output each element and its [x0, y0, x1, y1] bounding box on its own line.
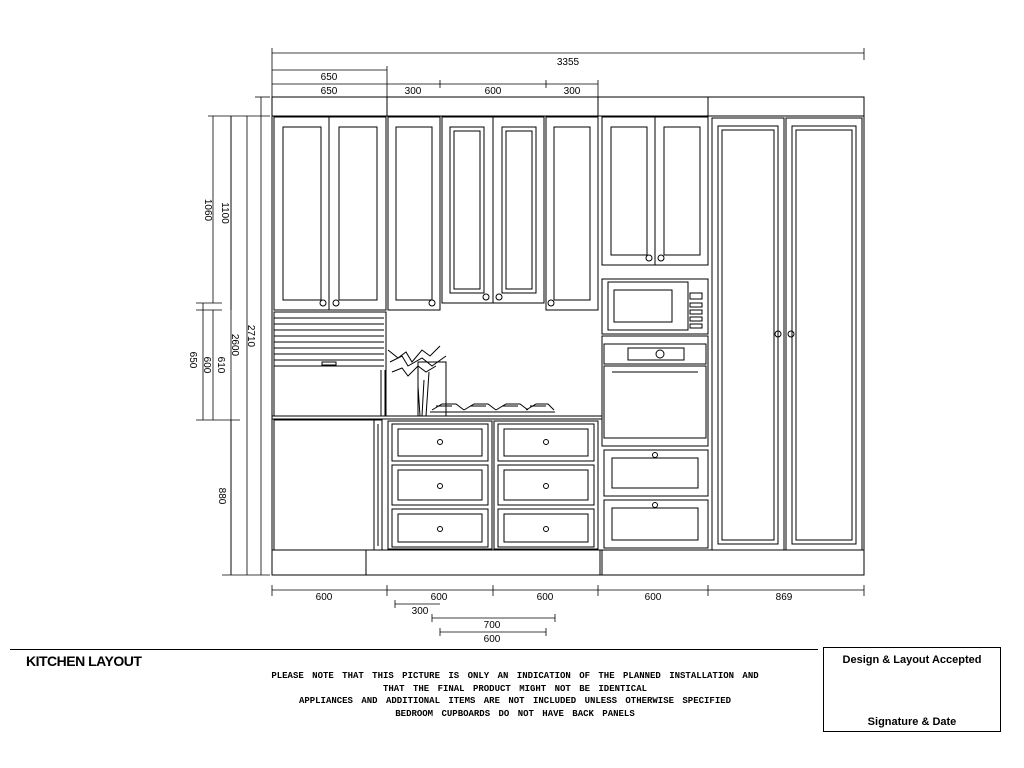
title-rule — [10, 649, 818, 650]
dim-left-1100: 1100 — [219, 202, 230, 224]
dim-bottom-row1-2: 600 — [537, 592, 554, 603]
built-in-oven — [601, 335, 709, 447]
dim-left-600: 600 — [201, 357, 212, 374]
dim-bottom-row1-3: 600 — [645, 592, 662, 603]
kitchen-elevation-drawing: 3355 650 650 300 600 300 1060 1100 650 6… — [187, 48, 865, 645]
dim-top-row2-1: 300 — [405, 86, 422, 97]
wall-cabinet-glass-600 — [441, 116, 545, 304]
dim-left-650: 650 — [187, 352, 198, 369]
dim-top-row2-2: 600 — [485, 86, 502, 97]
note-line: APPLIANCES AND ADDITIONAL ITEMS ARE NOT … — [298, 696, 732, 707]
gas-hob — [430, 403, 555, 413]
tall-housing-wall-unit — [601, 116, 709, 266]
dim-bottom-row3-0: 700 — [484, 620, 501, 631]
signature-date-label: Signature & Date — [867, 716, 957, 728]
base-cabinet-corner — [273, 419, 383, 551]
bottom-dimension-lines — [271, 585, 865, 636]
left-dimension-lines — [196, 96, 270, 576]
dim-top-row2-0: 650 — [321, 86, 338, 97]
disclaimer-notes: PLEASE NOTE THAT THIS PICTURE IS ONLY AN… — [260, 670, 770, 720]
drawer-bank-right — [493, 420, 599, 550]
decor-plant — [380, 345, 447, 417]
dim-bottom-row1-4: 869 — [776, 592, 793, 603]
dim-top-row1-0: 650 — [321, 72, 338, 83]
wall-cabinet-left — [273, 116, 387, 311]
top-dimension-lines — [271, 48, 865, 97]
dim-bottom-row1-0: 600 — [316, 592, 333, 603]
microwave — [601, 278, 709, 335]
tall-pantry-left — [711, 117, 785, 551]
wall-cabinet-300-a — [387, 116, 441, 311]
tall-pantry-right — [785, 117, 863, 551]
wall-cabinet-300-b — [545, 116, 599, 311]
dim-bottom-row2-0: 300 — [412, 606, 429, 617]
note-line: THAT THE FINAL PRODUCT MIGHT NOT BE IDEN… — [382, 683, 648, 694]
dim-top-overall: 3355 — [557, 57, 580, 68]
dim-bottom-row1-1: 600 — [431, 592, 448, 603]
tall-drawers — [603, 449, 709, 549]
dimension-labels: 3355 650 650 300 600 300 1060 1100 650 6… — [187, 57, 793, 645]
note-line: PLEASE NOTE THAT THIS PICTURE IS ONLY AN… — [271, 671, 759, 681]
roller-shutter-unit — [273, 311, 387, 417]
dim-bottom-row4-0: 600 — [484, 634, 501, 645]
dim-left-610: 610 — [215, 357, 226, 374]
dim-left-880: 880 — [216, 488, 227, 505]
note-line: BEDROOM CUPBOARDS DO NOT HAVE BACK PANEL… — [395, 708, 635, 719]
dim-left-1060: 1060 — [202, 199, 213, 222]
dim-left-2600: 2600 — [229, 334, 240, 357]
drawer-bank-left — [387, 420, 493, 550]
acceptance-title: Design & Layout Accepted — [842, 654, 982, 666]
dim-left-2710: 2710 — [245, 325, 256, 348]
drawing-title: KITCHEN LAYOUT — [26, 653, 142, 669]
acceptance-box[interactable]: Design & Layout Accepted Signature & Dat… — [823, 647, 1001, 732]
dim-top-row2-3: 300 — [564, 86, 581, 97]
